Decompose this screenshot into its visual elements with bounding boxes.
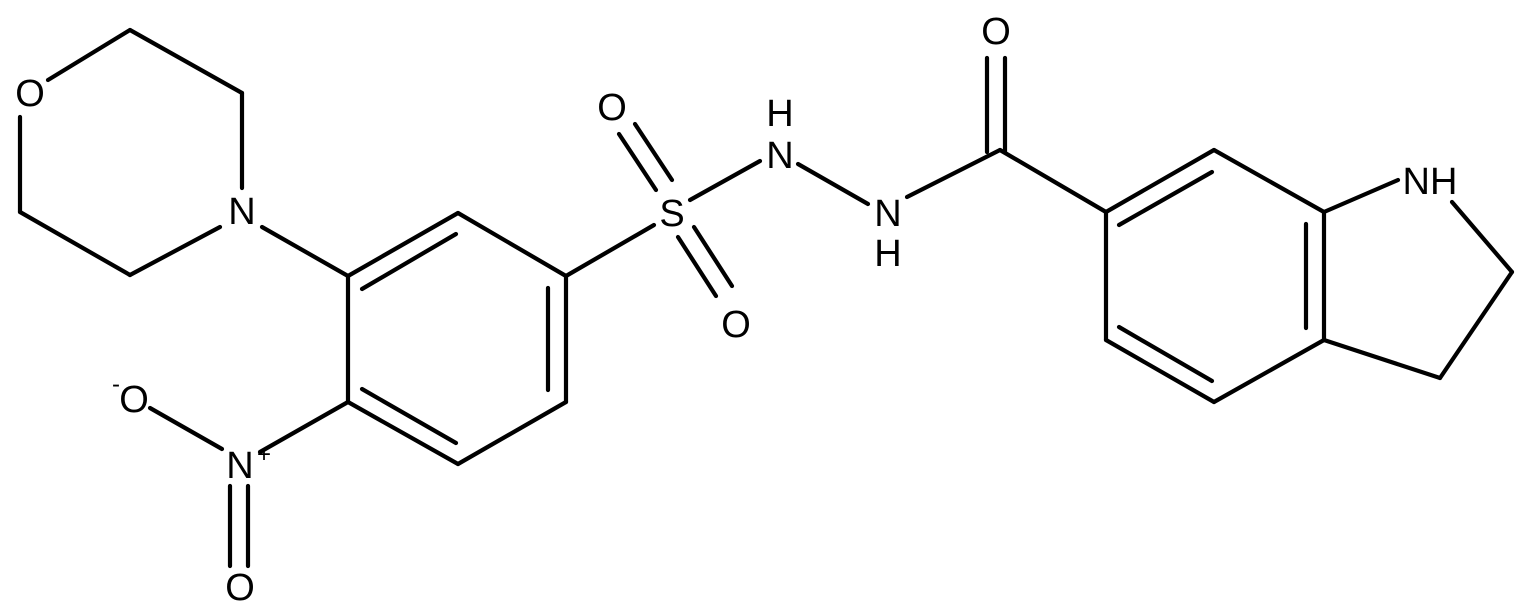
bond-ring2-e <box>1103 337 1217 405</box>
bond-ring2-d <box>1211 337 1327 405</box>
carbonyl-oxygen-label: O <box>981 11 1011 53</box>
bond-nh-carbonyl <box>904 147 1003 200</box>
nitro-oxygen-bottom-label: O <box>225 567 255 609</box>
sulfur-label: S <box>659 193 684 235</box>
bond-ring1-a-inner <box>359 231 459 292</box>
bond-s-o-bottom-b <box>691 224 735 289</box>
sulfonyl-oxygen-bottom-label: O <box>721 304 751 346</box>
nitro-nitrogen-label: N <box>226 445 253 487</box>
bond-indoline-c3-c3a <box>1321 337 1443 381</box>
bond-ring2-a-inner <box>1116 169 1215 228</box>
bond-s-nh <box>687 158 763 203</box>
bond-nh-nh <box>795 161 871 207</box>
bond-ring1-e-inner <box>359 386 459 446</box>
bond-indoline-c2-c3 <box>1437 269 1515 381</box>
bond-nitro-o-minus <box>147 405 225 452</box>
sulfonyl-oxygen-top-label: O <box>597 87 627 129</box>
hydrazide-n2-label: N <box>874 193 901 235</box>
bond-s-o-top-b <box>632 121 675 183</box>
hydrazide-h1-label: H <box>766 93 793 135</box>
indoline-hydrogen-label: H <box>1430 161 1457 203</box>
nitro-oxygen-minus-charge: - <box>112 371 120 398</box>
bond-ring1-e <box>345 399 461 467</box>
bond-n-aryl <box>259 224 351 279</box>
bond-ring2-e-inner <box>1116 324 1215 384</box>
bond-ring1-b <box>455 210 569 279</box>
bond-aryl-s <box>563 222 657 279</box>
bond-morph-c3-c4 <box>17 209 133 278</box>
morpholine-nitrogen-label: N <box>228 191 255 233</box>
bond-morph-n-c3 <box>127 224 223 278</box>
nitro-oxygen-minus-label: O <box>119 379 149 421</box>
morpholine-oxygen-label: O <box>15 73 45 115</box>
bond-ring1-d <box>455 399 569 467</box>
bond-s-o-bottom-a <box>675 234 719 299</box>
hydrazide-n1-label: N <box>766 135 793 177</box>
bond-morph-o-c1 <box>45 27 133 83</box>
bond-aryl-nitro <box>257 399 351 455</box>
bond-morph-c1-c2 <box>127 27 245 96</box>
nitro-nitrogen-charge: + <box>257 441 271 468</box>
bond-carbonyl-aryl <box>997 147 1109 215</box>
bond-indoline-c7a-n <box>1321 177 1401 215</box>
bond-indoline-n-c2 <box>1449 199 1515 275</box>
bond-ring1-a <box>345 210 461 279</box>
bond-ring2-b <box>1211 147 1327 215</box>
indoline-nitrogen-label: N <box>1403 161 1430 203</box>
hydrazide-h2-label: H <box>874 233 901 275</box>
bond-ring2-a <box>1103 147 1217 215</box>
bond-s-o-top-a <box>616 131 659 193</box>
